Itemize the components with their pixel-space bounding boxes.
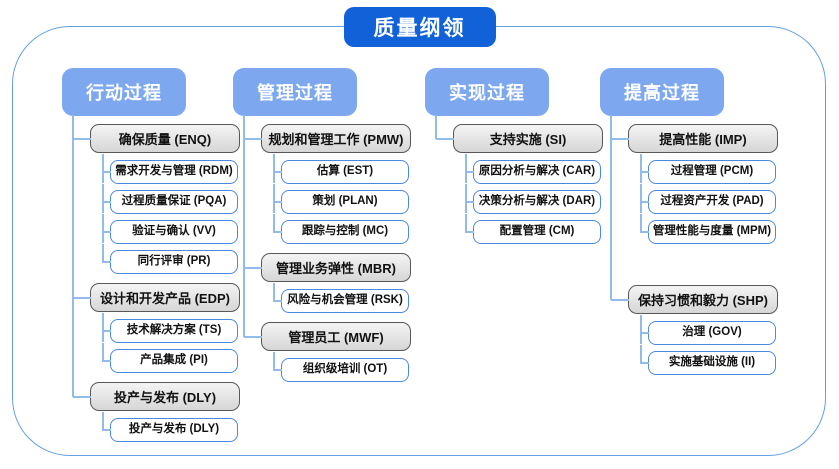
group-si: 支持实施 (SI) 原因分析与解决 (CAR) 决策分析与解决 (DAR) 配置… — [435, 115, 625, 244]
node-pmw: 规划和管理工作 (PMW) — [244, 124, 411, 153]
group-children: 过程管理 (PCM) 过程资产开发 (PAD) 管理性能与度量 (MPM) — [640, 154, 800, 244]
group-mbr: 管理业务弹性 (MBR) 风险与机会管理 (RSK) — [243, 244, 433, 313]
node-imp: 提高性能 (IMP) — [611, 124, 778, 153]
group-children: 需求开发与管理 (RDM) 过程质量保证 (PQA) 验证与确认 (VV) 同行… — [102, 154, 262, 274]
node-mwf: 管理员工 (MWF) — [244, 322, 411, 351]
group-enq: 确保质量 (ENQ) 需求开发与管理 (RDM) 过程质量保证 (PQA) 验证… — [72, 115, 262, 274]
node-rsk: 风险与机会管理 (RSK) — [273, 283, 409, 313]
node-pad: 过程资产开发 (PAD) — [640, 184, 776, 214]
group-mwf: 管理员工 (MWF) 组织级培训 (OT) — [243, 313, 433, 382]
node-enq: 确保质量 (ENQ) — [73, 124, 240, 153]
col-header-implementation: 实现过程 — [425, 68, 549, 116]
column-groups: 确保质量 (ENQ) 需求开发与管理 (RDM) 过程质量保证 (PQA) 验证… — [62, 115, 262, 442]
group-children: 组织级培训 (OT) — [273, 352, 433, 382]
group-children: 投产与发布 (DLY) — [102, 412, 262, 442]
column-action-process: 行动过程 确保质量 (ENQ) 需求开发与管理 (RDM) 过程质量保证 (PQ… — [62, 68, 262, 442]
group-dly: 投产与发布 (DLY) 投产与发布 (DLY) — [72, 373, 262, 442]
col-header-action: 行动过程 — [62, 68, 186, 116]
group-children: 估算 (EST) 策划 (PLAN) 跟踪与控制 (MC) — [273, 154, 433, 244]
node-mc: 跟踪与控制 (MC) — [273, 214, 409, 244]
node-pr: 同行评审 (PR) — [102, 244, 238, 274]
node-ot: 组织级培训 (OT) — [273, 352, 409, 382]
group-children: 技术解决方案 (TS) 产品集成 (PI) — [102, 313, 262, 373]
node-rdm: 需求开发与管理 (RDM) — [102, 154, 238, 184]
group-shp: 保持习惯和毅力 (SHP) 治理 (GOV) 实施基础设施 (II) — [610, 244, 800, 375]
group-children: 风险与机会管理 (RSK) — [273, 283, 433, 313]
group-children: 治理 (GOV) 实施基础设施 (II) — [640, 315, 800, 375]
col-header-management: 管理过程 — [233, 68, 357, 116]
node-si: 支持实施 (SI) — [436, 124, 603, 153]
node-car: 原因分析与解决 (CAR) — [465, 154, 601, 184]
column-management-process: 管理过程 规划和管理工作 (PMW) 估算 (EST) 策划 (PLAN) 跟踪… — [233, 68, 433, 382]
node-dly: 投产与发布 (DLY) — [73, 382, 240, 411]
node-pi: 产品集成 (PI) — [102, 343, 238, 373]
column-implementation-process: 实现过程 支持实施 (SI) 原因分析与解决 (CAR) 决策分析与解决 (DA… — [425, 68, 625, 244]
group-pmw: 规划和管理工作 (PMW) 估算 (EST) 策划 (PLAN) 跟踪与控制 (… — [243, 115, 433, 244]
node-edp: 设计和开发产品 (EDP) — [73, 283, 240, 312]
node-gov: 治理 (GOV) — [640, 315, 776, 345]
column-groups: 提高性能 (IMP) 过程管理 (PCM) 过程资产开发 (PAD) 管理性能与… — [600, 115, 800, 375]
col-header-improvement: 提高过程 — [600, 68, 724, 116]
node-est: 估算 (EST) — [273, 154, 409, 184]
node-shp: 保持习惯和毅力 (SHP) — [611, 285, 778, 314]
node-ts: 技术解决方案 (TS) — [102, 313, 238, 343]
node-vv: 验证与确认 (VV) — [102, 214, 238, 244]
node-mpm: 管理性能与度量 (MPM) — [640, 214, 776, 244]
column-improvement-process: 提高过程 提高性能 (IMP) 过程管理 (PCM) 过程资产开发 (PAD) … — [600, 68, 800, 375]
node-dar: 决策分析与解决 (DAR) — [465, 184, 601, 214]
column-groups: 规划和管理工作 (PMW) 估算 (EST) 策划 (PLAN) 跟踪与控制 (… — [233, 115, 433, 382]
node-ii: 实施基础设施 (II) — [640, 345, 776, 375]
group-children: 原因分析与解决 (CAR) 决策分析与解决 (DAR) 配置管理 (CM) — [465, 154, 625, 244]
node-cm: 配置管理 (CM) — [465, 214, 601, 244]
diagram-title: 质量纲领 — [343, 7, 496, 47]
node-pqa: 过程质量保证 (PQA) — [102, 184, 238, 214]
node-pcm: 过程管理 (PCM) — [640, 154, 776, 184]
column-groups: 支持实施 (SI) 原因分析与解决 (CAR) 决策分析与解决 (DAR) 配置… — [425, 115, 625, 244]
node-dly-sub: 投产与发布 (DLY) — [102, 412, 238, 442]
group-imp: 提高性能 (IMP) 过程管理 (PCM) 过程资产开发 (PAD) 管理性能与… — [610, 115, 800, 244]
node-plan: 策划 (PLAN) — [273, 184, 409, 214]
node-mbr: 管理业务弹性 (MBR) — [244, 253, 411, 282]
group-edp: 设计和开发产品 (EDP) 技术解决方案 (TS) 产品集成 (PI) — [72, 274, 262, 373]
